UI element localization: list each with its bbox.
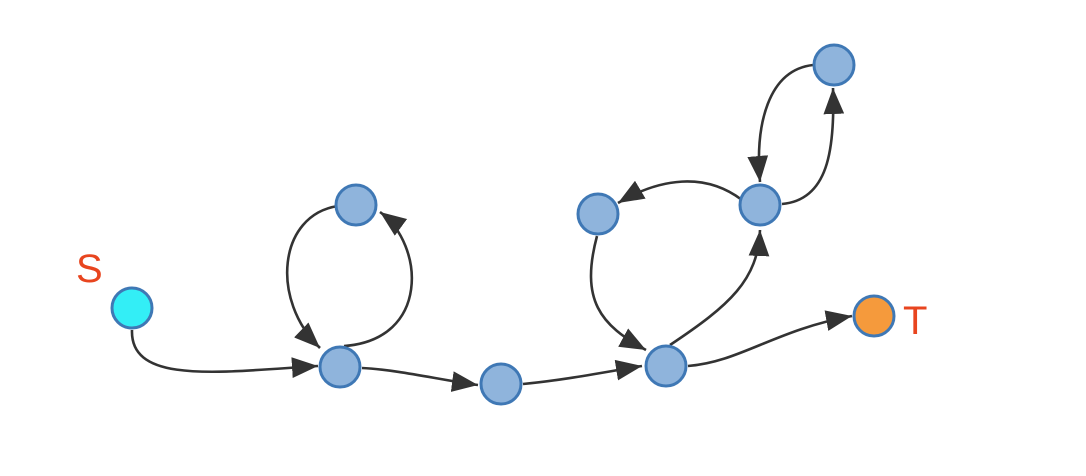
edges-layer [130, 63, 853, 392]
edge-n6-to-n7 [781, 87, 845, 206]
node-n1 [318, 345, 362, 389]
edge-n7-to-n6 [747, 63, 814, 183]
target-label: T [903, 299, 927, 343]
edge-n1-to-n3 [361, 366, 479, 392]
node-n6 [738, 183, 782, 227]
edge-s-to-n1 [130, 329, 319, 378]
edge-n4-to-t [687, 310, 853, 368]
edge-n5-to-n4 [589, 235, 647, 352]
node-s [110, 286, 154, 330]
node-n2 [334, 183, 378, 227]
node-n7 [812, 43, 856, 87]
source-label: S [76, 247, 103, 291]
nodes-layer [110, 43, 896, 406]
node-n5 [576, 192, 620, 236]
edge-n4-to-n6 [669, 229, 770, 347]
edge-n3-to-n4 [522, 359, 643, 386]
node-n4 [644, 344, 688, 388]
edge-n6-to-n5 [617, 180, 743, 205]
node-t [852, 294, 896, 338]
labels-layer: S T [76, 247, 927, 343]
node-n3 [479, 362, 523, 406]
edge-n1-to-n2 [343, 210, 414, 348]
edge-n2-to-n1 [285, 204, 339, 349]
